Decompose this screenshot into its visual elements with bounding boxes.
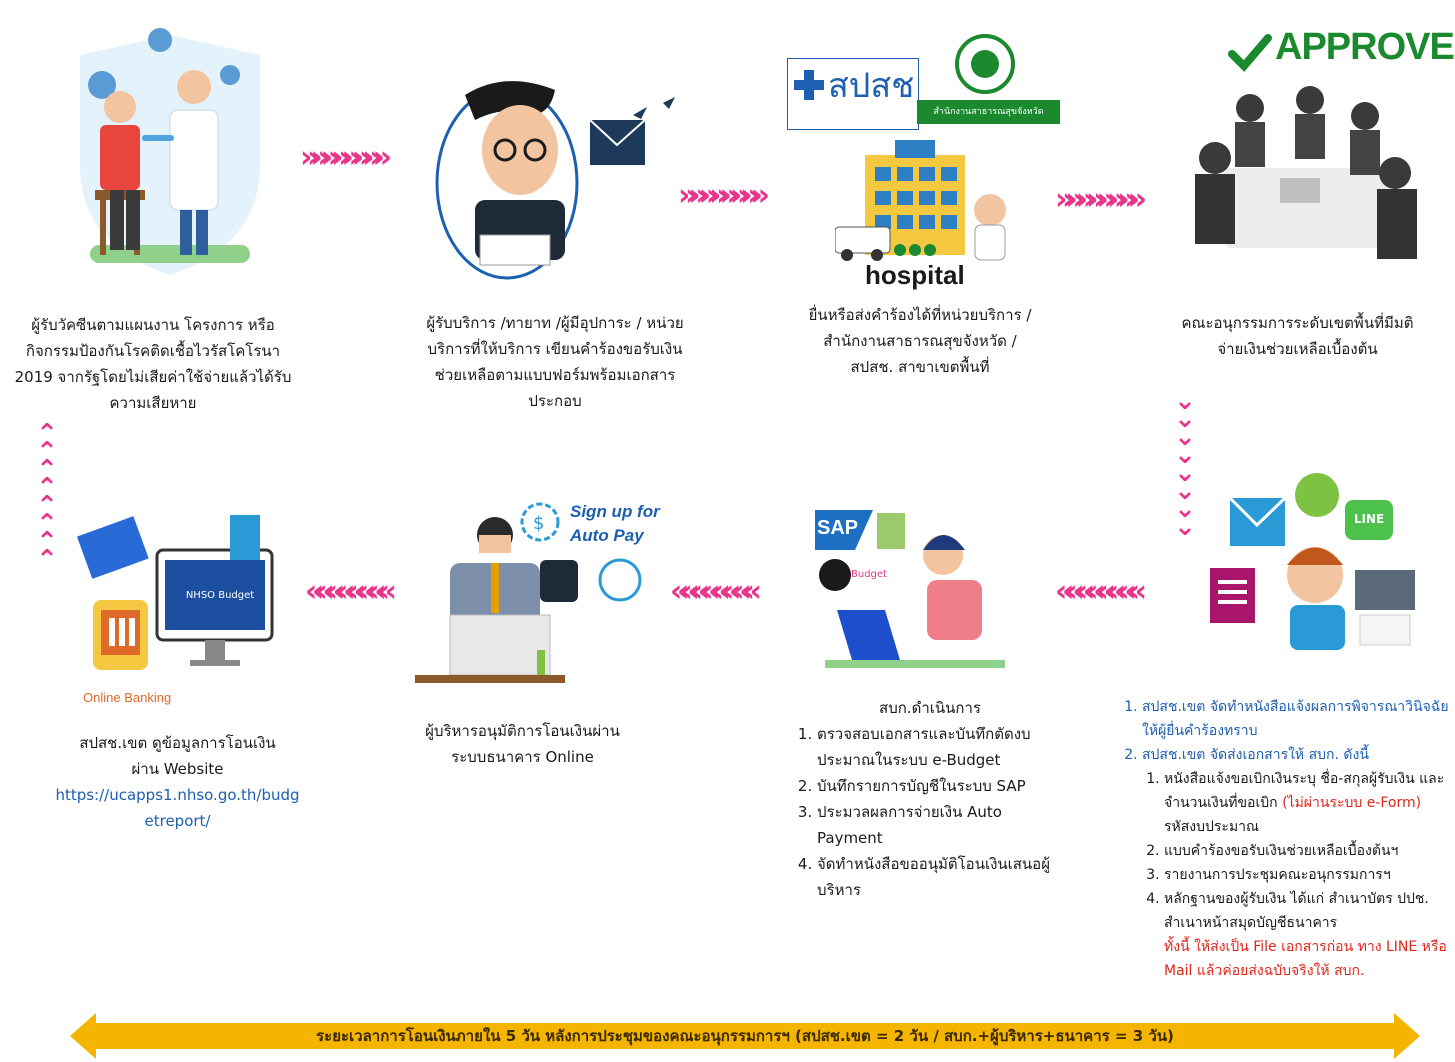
timeline-arrow: ระยะเวลาการโอนเงินภายใน 5 วัน หลังการประ…: [70, 1013, 1420, 1059]
budget-report-link[interactable]: https://ucapps1.nhso.go.th/budgetreport/: [55, 786, 300, 830]
step8-caption: สปสช.เขต ดูข้อมูลการโอนเงิน ผ่าน Website…: [55, 730, 300, 834]
hospital-label: hospital: [865, 260, 965, 290]
arrow-left-1: ««««««««: [1055, 574, 1147, 609]
meeting-illustration: [1185, 78, 1425, 298]
arrow-right-1: »»»»»»»»: [300, 140, 392, 175]
step3-caption: ยื่นหรือส่งคำร้องได้ที่หน่วยบริการ /สำนั…: [808, 306, 1032, 376]
step5-note: ทั้งนี้ ให้ส่งเป็น File เอกสารก่อน ทาง L…: [1164, 939, 1447, 979]
provincial-office-label: สำนักงานสาธารณสุขจังหวัด: [933, 107, 1044, 117]
arrow-left-3: ««««««««: [305, 574, 397, 609]
arrow-up: ⌃⌃ ⌃⌃ ⌃⌃ ⌃⌃: [36, 419, 58, 575]
ebudget-logo: Budget: [851, 569, 887, 580]
svg-text:$: $: [533, 513, 544, 534]
timeline-text: ระยะเวลาการโอนเงินภายใน 5 วัน หลังการประ…: [316, 1027, 1174, 1045]
sap-logo: SAP: [817, 517, 859, 539]
line-badge: LINE: [1353, 512, 1385, 526]
nhso-logo-text: สปสช: [828, 66, 915, 106]
person-writing-illustration: [435, 75, 685, 280]
arrow-down: ⌄⌄ ⌄⌄ ⌄⌄ ⌄⌄: [1174, 386, 1196, 542]
arrow-right-3: »»»»»»»»: [1055, 182, 1147, 217]
communication-illustration: LINE: [1205, 470, 1430, 655]
vaccination-illustration: [60, 15, 280, 280]
step1-caption: ผู้รับวัคซีนตามแผนงาน โครงการ หรือกิจกรร…: [14, 316, 292, 412]
step7-caption: ผู้บริหารอนุมัติการโอนเงินผ่านระบบธนาคาร…: [425, 722, 620, 766]
checkmark-icon: [1228, 30, 1272, 74]
step5-caption: สปสช.เขต จัดทำหนังสือแจ้งผลการพิจารณาวิน…: [1120, 695, 1450, 983]
sap-ebudget-illustration: SAP Budget: [815, 505, 1010, 675]
sign-up-auto-pay: Sign up for Auto Pay: [570, 502, 660, 545]
step4-caption: คณะอนุกรรมการระดับเขตพื้นที่มีมติจ่ายเงิ…: [1181, 314, 1414, 358]
auto-pay-icon: $: [515, 500, 565, 545]
provincial-health-office-logo: สำนักงานสาธารณสุขจังหวัด: [917, 32, 1060, 128]
executive-illustration: [415, 515, 660, 690]
nhso-budget-screen: NHSO Budget: [185, 590, 255, 601]
step6-caption: สบก.ดำเนินการ ตรวจสอบเอกสารและบันทึกตัดง…: [795, 695, 1065, 903]
arrow-right-2: »»»»»»»»: [678, 178, 770, 213]
approved-label: APPROVED: [1275, 26, 1455, 68]
step2-caption: ผู้รับบริการ /ทายาท /ผู้มีอุปการะ / หน่ว…: [426, 314, 684, 410]
online-banking-illustration: NHSO Budget Online Banking: [75, 510, 285, 705]
nhso-logo: สปสช: [787, 58, 919, 130]
hospital-illustration: [834, 135, 1015, 265]
step6-title: สบก.ดำเนินการ: [879, 699, 981, 717]
arrow-left-2: ««««««««: [670, 574, 762, 609]
online-banking-label: Online Banking: [83, 690, 172, 705]
